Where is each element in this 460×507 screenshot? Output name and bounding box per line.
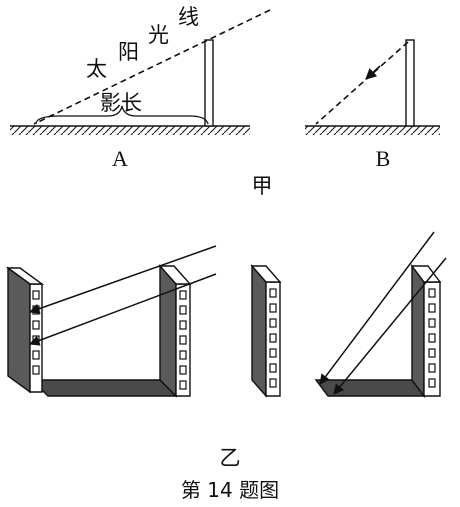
corner-building-top [410, 265, 442, 283]
standalone-building-windows [269, 288, 277, 388]
panel-a-label: A [112, 146, 128, 171]
buildings-left [5, 245, 217, 398]
sun-ray-left-1 [29, 245, 217, 314]
buildings-right [250, 231, 447, 399]
corner-building-face [411, 263, 425, 399]
panel-b: B [305, 39, 440, 171]
corner-building-windows [428, 288, 436, 388]
ray-label-char-2: 阳 [118, 40, 139, 64]
left-building-top [5, 267, 45, 285]
shadow-length-brace [35, 105, 209, 125]
sun-ray-a [33, 9, 271, 125]
ray-label-char-3: 光 [148, 23, 169, 47]
ray-label-char-4: 线 [178, 5, 199, 29]
left-building-face [7, 266, 31, 394]
sun-ray-left-2 [29, 273, 217, 346]
floor-left [30, 379, 178, 397]
figure-caption: 第 14 题图 [181, 478, 279, 502]
pole-a [204, 39, 214, 127]
group-label-top: 甲 [252, 174, 273, 198]
group-label-bottom: 乙 [220, 446, 241, 470]
right-building-face [159, 264, 177, 398]
sun-ray-right-2 [333, 257, 447, 395]
floor-right [314, 379, 426, 397]
sun-ray-right-1 [319, 231, 435, 385]
ground-hatch-a [10, 126, 250, 135]
standalone-building-top [250, 265, 282, 283]
panel-a: 太 阳 光 线 影长 A [10, 5, 271, 171]
pole-b [405, 39, 415, 127]
right-building-windows [179, 290, 187, 390]
ground-hatch-b [305, 126, 440, 135]
ray-label-char-1: 太 [86, 57, 107, 81]
sun-ray-b [315, 41, 409, 125]
standalone-building-face [251, 264, 267, 398]
sun-ray-b-arrow [365, 65, 381, 80]
panel-b-label: B [376, 146, 391, 171]
shadow-length-label: 影长 [100, 91, 142, 115]
